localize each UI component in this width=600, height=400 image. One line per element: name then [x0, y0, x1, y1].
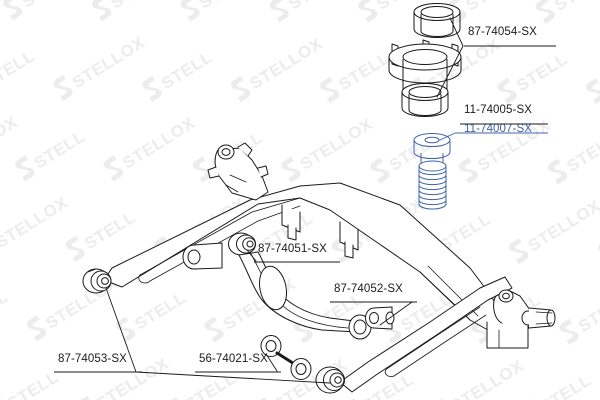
strut-mount-part: [388, 39, 462, 96]
leader-lines: [105, 249, 413, 384]
wheel-hub-knuckle-left-part: [207, 142, 269, 201]
callout-label-87-74052-sx: 87-74052-SX: [334, 283, 403, 295]
bump-stop-part: [413, 132, 456, 210]
wheel-hub-knuckle-right-part: [486, 289, 556, 349]
callout-label-87-74054-sx: 87-74054-SX: [468, 26, 537, 38]
bearing-ring-upper-part: [413, 3, 461, 38]
control-arm-bushing-upper-part: [228, 232, 256, 256]
callout-label-87-74053-sx: 87-74053-SX: [58, 353, 127, 365]
trailing-arm-right-part: [315, 276, 513, 394]
leader-87-74054-sx: [436, 17, 464, 98]
callout-label-56-74021-sx: 56-74021-SX: [199, 353, 268, 365]
callout-label-11-74005-sx: 11-74005-SX: [464, 104, 533, 116]
control-arm-bushing-outer-part: [365, 306, 395, 330]
trailing-arm-bushing-part: [82, 268, 112, 294]
stabilizer-link-part: [260, 335, 312, 380]
callout-label-11-74007-sx: 11-74007-SX: [464, 123, 533, 135]
lower-control-arm-part: [238, 251, 372, 340]
axle-cross-stub-part: [182, 242, 223, 270]
bearing-ring-lower-part: [401, 83, 449, 117]
callout-label-87-74051-sx: 87-74051-SX: [258, 243, 327, 255]
beam-brackets-part: [281, 204, 359, 259]
